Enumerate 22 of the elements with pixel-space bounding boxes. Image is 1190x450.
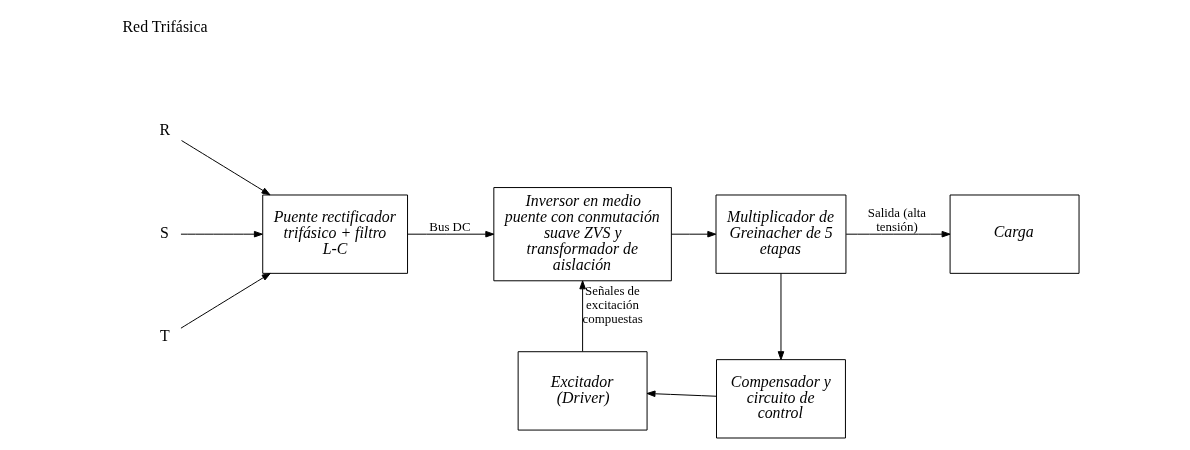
edge-label: Bus DC [428,219,470,234]
node-box: Puente rectificador trifásico + filtro L-C [261,194,408,274]
arrow [179,272,271,329]
node-text: R [159,120,170,138]
arrow [845,230,951,238]
node-box: Excitador (Driver) [517,351,648,431]
label: Red Trifásica [122,17,208,35]
edge-label: Señales de excitación compuestas [582,283,643,326]
node-box: Compensador y circuito de control [715,359,846,439]
node-box: Carga [949,194,1080,274]
node-text: T [159,327,170,345]
arrow [578,280,586,352]
edge-label: Salida (alta tensión) [867,205,926,234]
arrow [646,390,717,398]
node-box: Inversor en medio puente con conmutación suave ZVS y transformador de aislación [492,187,672,282]
arrow [406,230,494,238]
node-text: S [159,223,169,241]
node-box: Multiplicador de Greinacher de 5 etapas [715,194,846,274]
arrow [179,230,263,238]
arrow [180,140,270,196]
arrow [777,272,784,361]
arrow [670,230,716,238]
